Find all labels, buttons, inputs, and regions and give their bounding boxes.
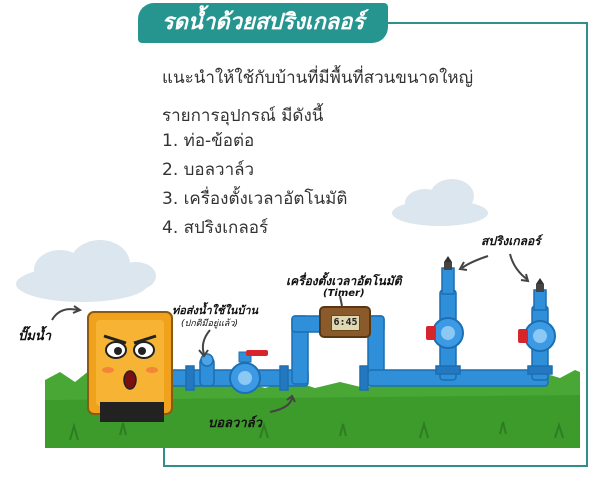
ball-valve-label: บอลวาล์ว <box>208 416 262 431</box>
pump-icon <box>87 311 173 422</box>
arrow-sprinkler-left-icon <box>461 255 489 269</box>
cloud-left <box>16 240 156 302</box>
list-item: 4. สปริงเกลอร์ <box>162 218 269 238</box>
grass <box>45 370 580 448</box>
sprinkler-left <box>426 256 464 349</box>
faucet-label: ท่อส่งน้ำใช้ในบ้าน <box>172 304 259 317</box>
timer-display: 6:45 <box>331 315 360 331</box>
frame-line-bottom <box>163 465 588 467</box>
arrow-valve-icon <box>269 397 293 413</box>
pump-label: ปั๊มน้ำ <box>18 329 52 344</box>
timer-sublabel: (Timer) <box>323 288 365 299</box>
arrow-faucet-icon <box>201 329 211 355</box>
list-item: 2. บอลวาล์ว <box>162 160 255 180</box>
cloud-right <box>392 179 488 226</box>
sprinkler-label: สปริงเกลอร์ <box>481 234 541 248</box>
frame-line-left <box>163 440 165 467</box>
frame-line-right <box>586 22 588 467</box>
ball-valve-icon <box>229 350 268 394</box>
equipment-list: 1. ท่อ-ข้อต่อ 2. บอลวาล์ว 3. เครื่องตั้ง… <box>162 127 347 243</box>
timer-label: เครื่องตั้งเวลาอัตโนมัติ <box>286 274 402 288</box>
sprinkler-right <box>518 278 556 352</box>
list-item: 3. เครื่องตั้งเวลาอัตโนมัติ <box>162 189 348 209</box>
faucet-sublabel: (ปกติมีอยู่แล้ว) <box>181 319 239 329</box>
arrow-pump-icon <box>51 308 79 321</box>
arrow-timer-icon <box>339 295 343 307</box>
frame-line-top <box>388 22 588 24</box>
arrow-sprinkler-right-icon <box>509 253 529 281</box>
list-item: 1. ท่อ-ข้อต่อ <box>162 131 255 151</box>
list-heading: รายการอุปกรณ์ มีดังนี้ <box>162 106 324 126</box>
page-title: รดน้ำด้วยสปริงเกลอร์ <box>138 3 388 43</box>
intro-text: แนะนำให้ใช้กับบ้านที่มีพื้นที่สวนขนาดใหญ… <box>162 68 474 88</box>
annotation-arrows <box>51 253 530 413</box>
faucet-icon <box>199 353 215 387</box>
